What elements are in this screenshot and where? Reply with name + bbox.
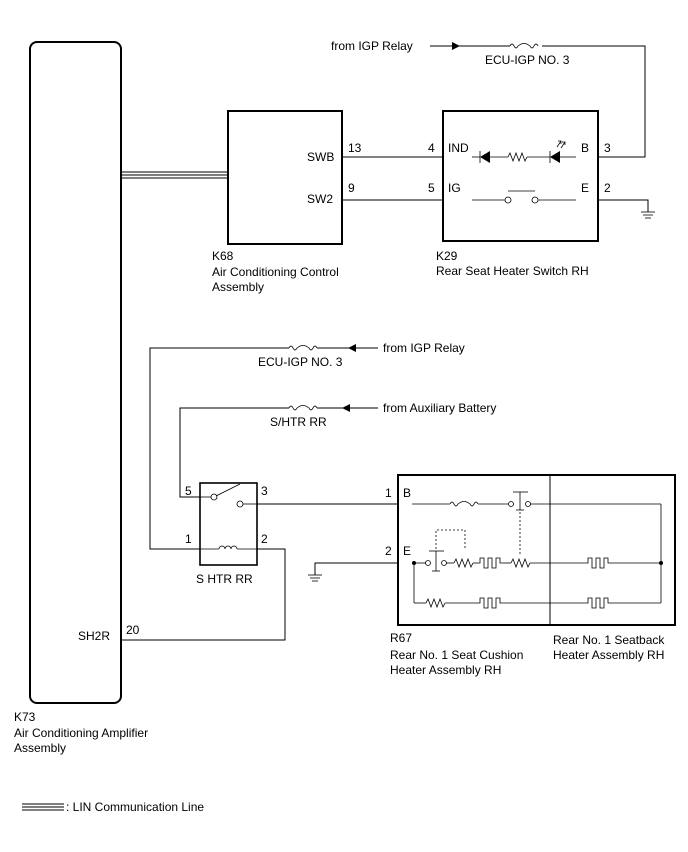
wire-k29-e-ground [598, 199, 649, 212]
k68-pin-13: 13 [348, 141, 362, 155]
k73-pin-20: 20 [126, 623, 140, 637]
k29-indicator-circuit [472, 140, 576, 163]
k29-pin-3: 3 [604, 141, 611, 155]
k73-name-line2: Assembly [14, 741, 66, 755]
k73-amplifier-box [29, 41, 122, 704]
mid-fuse1-source: from IGP Relay [383, 341, 465, 355]
top-fuse-icon [509, 43, 539, 49]
ground-icon [641, 211, 655, 219]
k68-name-line1: Air Conditioning Control [212, 265, 339, 279]
top-fuse-source: from IGP Relay [331, 39, 413, 53]
relay-pin3: 3 [261, 484, 268, 498]
heater-element-icon [586, 597, 611, 609]
mid-fuse2-icon [288, 405, 318, 411]
seatback-name-line1: Rear No. 1 Seatback [553, 633, 665, 647]
k29-switch-box [442, 110, 599, 242]
k29-name: Rear Seat Heater Switch RH [436, 264, 589, 278]
resistor-icon [507, 151, 528, 163]
relay-pin5: 5 [185, 484, 192, 498]
k73-name-line1: Air Conditioning Amplifier [14, 726, 148, 740]
resistor-icon [453, 557, 474, 569]
wire-igp-to-relay-pin1 [149, 347, 289, 550]
diode-icon [480, 151, 490, 163]
mid-fuse1-icon [288, 345, 318, 351]
legend-label: : LIN Communication Line [66, 800, 204, 814]
arrow-icon [342, 404, 350, 412]
relay-pin1: 1 [185, 532, 192, 546]
mid-fuse2-source: from Auxiliary Battery [383, 401, 496, 415]
relay-box [199, 482, 258, 566]
mid-fuse1-name: ECU-IGP NO. 3 [258, 355, 343, 369]
r67-name-line2: Heater Assembly RH [390, 663, 501, 677]
r67-pin-e: E [403, 544, 411, 558]
k73-pin-sh2r: SH2R [78, 629, 110, 643]
k29-pin-4: 4 [428, 141, 435, 155]
resistor-icon [425, 597, 446, 609]
k29-pin-b: B [581, 141, 589, 155]
r67-pin-b: B [403, 486, 411, 500]
r67-code: R67 [390, 631, 412, 645]
relay-pin2: 2 [261, 532, 268, 546]
top-fuse-name: ECU-IGP NO. 3 [485, 53, 570, 67]
k68-name-line2: Assembly [212, 280, 264, 294]
wire-relay-pin2-to-sh2r [121, 548, 286, 641]
thermal-fuse-icon [449, 501, 479, 507]
k68-pin-swb: SWB [307, 150, 334, 164]
k68-code: K68 [212, 249, 234, 263]
k68-pin-9: 9 [348, 181, 355, 195]
k29-pin-ind: IND [448, 141, 469, 155]
k73-code: K73 [14, 710, 36, 724]
resistor-icon [510, 557, 531, 569]
relay-coil-icon [200, 545, 257, 550]
wire-k29-b-igp [542, 45, 646, 158]
k68-pin-sw2: SW2 [307, 192, 333, 206]
led-icon [550, 151, 560, 163]
r67-name-line1: Rear No. 1 Seat Cushion [390, 648, 523, 662]
wire-r67-e-ground [314, 562, 398, 575]
heater-element-icon [478, 557, 503, 569]
r67-heater-circuit [412, 491, 663, 609]
r67-pin-2: 2 [385, 544, 392, 558]
arrow-icon [348, 344, 356, 352]
mid-fuse2-name: S/HTR RR [270, 415, 327, 429]
k29-push-switch [472, 190, 576, 204]
seatback-name-line2: Heater Assembly RH [553, 648, 664, 662]
r67-heater-box [397, 474, 676, 626]
legend-lin-symbol [22, 803, 64, 811]
r67-pin-1: 1 [385, 486, 392, 500]
k29-pin-ig: IG [448, 181, 461, 195]
k29-code: K29 [436, 249, 458, 263]
relay-contact [200, 483, 257, 508]
ground-icon [308, 574, 322, 582]
heater-element-icon [586, 557, 611, 569]
k29-pin-e: E [581, 181, 589, 195]
wire-aux-battery-to-relay-pin5 [179, 407, 289, 498]
arrow-icon [452, 42, 460, 50]
k68-control-box [227, 110, 343, 245]
relay-name: S HTR RR [196, 572, 253, 586]
k29-pin-2: 2 [604, 181, 611, 195]
lin-communication-line [121, 171, 228, 179]
heater-element-icon [478, 597, 503, 609]
k29-pin-5: 5 [428, 181, 435, 195]
